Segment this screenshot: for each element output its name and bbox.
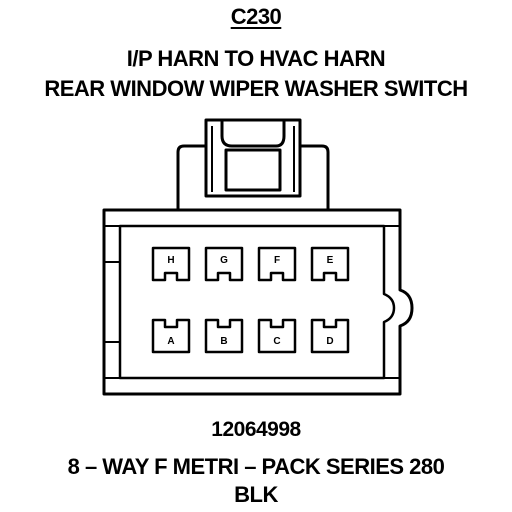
part-number: 12064998 bbox=[211, 418, 301, 441]
latch-window bbox=[224, 148, 282, 192]
cavity-e: E bbox=[310, 246, 350, 282]
cavity-outline bbox=[204, 246, 244, 282]
cavity-label: B bbox=[220, 336, 227, 347]
locking-latch bbox=[176, 118, 330, 210]
cavity-outline bbox=[257, 246, 297, 282]
cavity-label: D bbox=[326, 336, 333, 347]
latch-inner bbox=[204, 146, 302, 198]
cavity-outline bbox=[310, 246, 350, 282]
connector-housing bbox=[102, 208, 414, 396]
latch-clip bbox=[220, 120, 286, 148]
connector-title-line-2: REAR WINDOW WIPER WASHER SWITCH bbox=[44, 76, 468, 101]
cavity-outline bbox=[151, 246, 191, 282]
cavity-label: E bbox=[327, 255, 334, 266]
cavity-d: D bbox=[310, 318, 350, 354]
connector-color: BLK bbox=[234, 482, 278, 507]
cavity-outline bbox=[204, 318, 244, 354]
connector-series: 8 – WAY F METRI – PACK SERIES 280 bbox=[67, 454, 445, 479]
connector-inner-frame bbox=[118, 224, 396, 380]
cavity-g: G bbox=[204, 246, 244, 282]
connector-id: C230 bbox=[230, 4, 282, 29]
cavity-b: B bbox=[204, 318, 244, 354]
cavity-label: H bbox=[167, 255, 174, 266]
cavity-f: F bbox=[257, 246, 297, 282]
cavity-label: C bbox=[273, 336, 280, 347]
cavity-label: G bbox=[220, 255, 228, 266]
cavity-label: F bbox=[274, 255, 280, 266]
cavity-h: H bbox=[151, 246, 191, 282]
cavity-label: A bbox=[167, 336, 174, 347]
connector-title-line-1: I/P HARN TO HVAC HARN bbox=[126, 46, 386, 71]
cavity-outline bbox=[257, 318, 297, 354]
cavity-a: A bbox=[151, 318, 191, 354]
cavity-outline bbox=[310, 318, 350, 354]
cavity-c: C bbox=[257, 318, 297, 354]
cavity-outline bbox=[151, 318, 191, 354]
